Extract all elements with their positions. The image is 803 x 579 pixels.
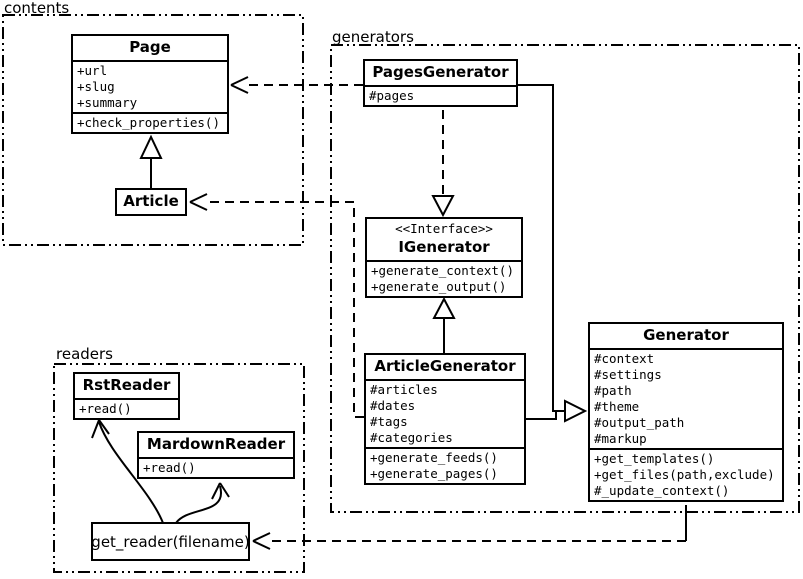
class-articlegenerator-name: ArticleGenerator [374, 357, 516, 375]
attribute: +summary [77, 95, 138, 110]
generalization-pagesgenerator-generator-line [518, 84, 565, 412]
package-label-readers: readers [56, 345, 113, 363]
class-article: Article [115, 188, 187, 216]
package-border-generators [330, 44, 800, 513]
method: +get_templates() [594, 451, 715, 466]
attribute: #categories [370, 430, 453, 445]
package-label-contents: contents [4, 0, 70, 17]
class-generator-attributes: #context #settings #path #theme #output_… [590, 348, 782, 448]
generalization-triangle-icon [432, 296, 456, 319]
attribute: +url [77, 63, 108, 78]
generalization-triangle-icon [564, 399, 588, 423]
dependency-articlegenerator-article-line [205, 201, 364, 418]
class-rstreader: RstReader +read() [73, 372, 180, 420]
dependency-arrow-icon [252, 532, 271, 550]
interface-igenerator-name: IGenerator [398, 238, 490, 256]
link-arrow-icon [211, 482, 230, 500]
interface-stereotype: <<Interface>> [395, 221, 493, 236]
class-page-name: Page [129, 38, 171, 56]
class-page-attributes: +url +slug +summary [73, 60, 227, 112]
attribute: #context [594, 351, 655, 366]
class-pagesgenerator-attributes: #pages [365, 85, 516, 105]
method: #_update_context() [594, 483, 730, 498]
attribute: #theme [594, 399, 640, 414]
attribute: +slug [77, 79, 115, 94]
class-pagesgenerator-name: PagesGenerator [372, 63, 509, 81]
generalization-triangle-icon [139, 134, 163, 159]
class-markdownreader-methods: +read() [139, 457, 293, 477]
link-arrow-icon [91, 419, 110, 439]
attribute: #path [594, 383, 632, 398]
package-border-contents [2, 14, 304, 246]
class-page: Page +url +slug +summary +check_properti… [71, 34, 229, 134]
interface-igenerator-methods: +generate_context() +generate_output() [367, 260, 521, 296]
interface-igenerator-header: <<Interface>> IGenerator [367, 219, 521, 260]
method: +generate_context() [371, 263, 514, 278]
class-articlegenerator: ArticleGenerator #articles #dates #tags … [364, 353, 526, 485]
realization-triangle-icon [431, 195, 455, 218]
attribute: #markup [594, 431, 647, 446]
class-markdownreader-name: MardownReader [146, 435, 286, 453]
package-label-generators: generators [332, 28, 414, 46]
method: +read() [79, 401, 132, 416]
method: +generate_feeds() [370, 450, 498, 465]
class-articlegenerator-methods: +generate_feeds() +generate_pages() [366, 447, 524, 483]
class-generator-name: Generator [643, 326, 729, 344]
method: +generate_output() [371, 279, 507, 294]
attribute: #dates [370, 398, 416, 413]
dependency-arrow-icon [230, 76, 249, 94]
package-border-readers [53, 363, 305, 573]
class-generator-methods: +get_templates() +get_files(path,exclude… [590, 448, 782, 500]
method: +check_properties() [77, 115, 220, 130]
class-page-methods: +check_properties() [73, 112, 227, 132]
method: +read() [143, 460, 196, 475]
method: +get_files(path,exclude) [594, 467, 775, 482]
generalization-articlegenerator-generator-line [526, 411, 557, 420]
class-rstreader-name: RstReader [82, 376, 171, 394]
attribute: #tags [370, 414, 408, 429]
class-pagesgenerator: PagesGenerator #pages [363, 59, 518, 107]
attribute: #pages [369, 88, 415, 103]
class-article-name: Article [123, 192, 179, 210]
attribute: #settings [594, 367, 662, 382]
attribute: #output_path [594, 415, 685, 430]
dependency-arrow-icon [189, 193, 208, 211]
class-markdownreader: MardownReader +read() [137, 431, 295, 479]
function-get-reader: get_reader(filename) [91, 522, 250, 561]
link-getreader-markdownreader-line [175, 485, 223, 524]
attribute: #articles [370, 382, 438, 397]
class-rstreader-methods: +read() [75, 398, 178, 418]
interface-igenerator: <<Interface>> IGenerator +generate_conte… [365, 217, 523, 298]
class-generator: Generator #context #settings #path #them… [588, 322, 784, 502]
link-getreader-rstreader-line [98, 421, 164, 524]
function-get-reader-label: get_reader(filename) [91, 532, 250, 551]
class-articlegenerator-attributes: #articles #dates #tags #categories [366, 379, 524, 447]
method: +generate_pages() [370, 466, 498, 481]
